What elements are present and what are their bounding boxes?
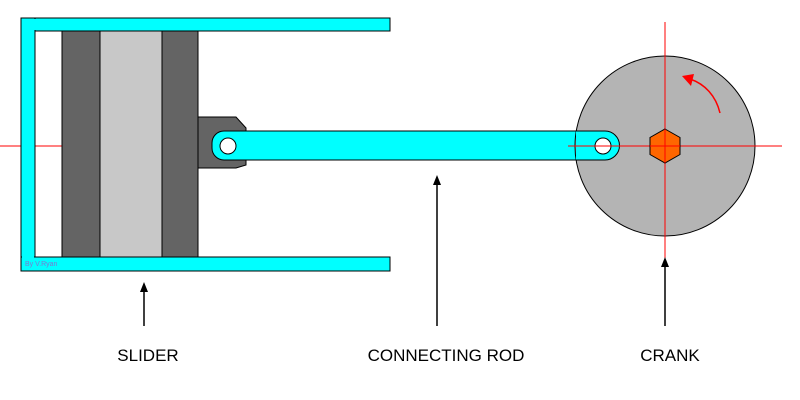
piston-middle: [99, 30, 163, 258]
crank-pointer-arrow: [661, 257, 669, 326]
slider-pointer-arrow: [140, 282, 148, 326]
hex-nut-icon: [649, 128, 681, 164]
connecting-rod-label: CONNECTING ROD: [368, 346, 525, 365]
rod-left-pin: [219, 137, 237, 155]
slider-label: SLIDER: [117, 346, 178, 365]
piston-left-band: [61, 30, 101, 258]
connecting-rod: [211, 130, 619, 161]
curved-arrow-icon: [682, 74, 721, 114]
connecting-rod-pointer-arrow: [433, 175, 441, 326]
crank-label: CRANK: [640, 346, 700, 365]
piston-right-band: [161, 30, 199, 258]
slider-block: [61, 30, 199, 258]
author-credit: By V.Ryan: [25, 261, 58, 268]
